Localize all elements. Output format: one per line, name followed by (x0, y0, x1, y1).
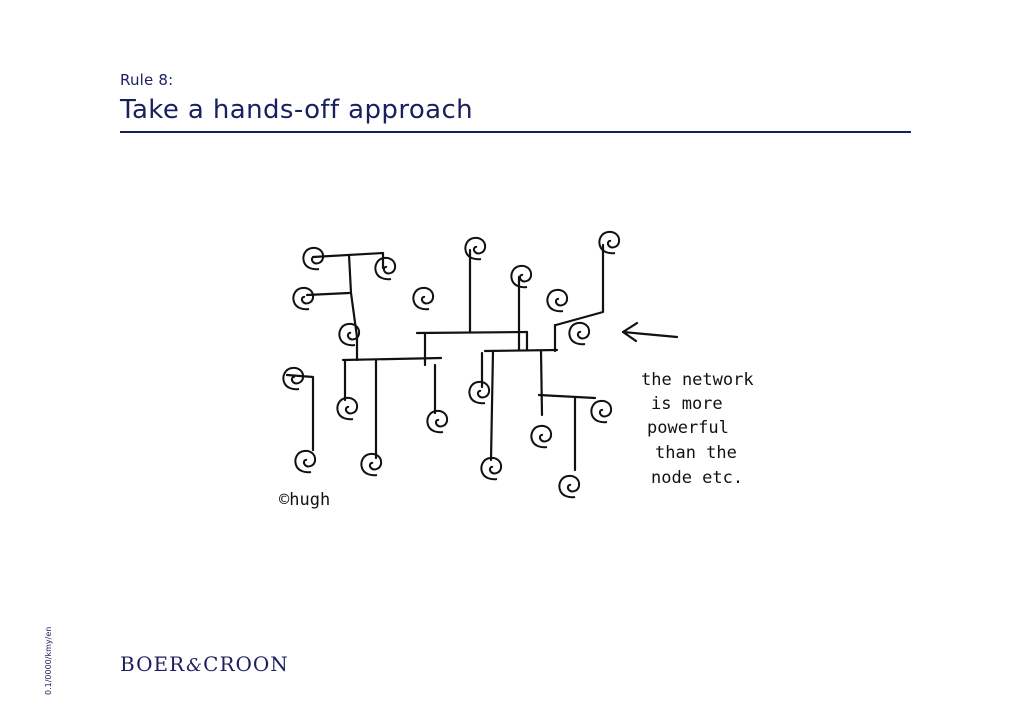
logo-left: BOER (120, 652, 185, 676)
slide-subtitle: Rule 8: (120, 71, 173, 89)
note-line-3: powerful (647, 418, 729, 438)
network-cartoon: the network is more powerful than the no… (265, 215, 775, 520)
cartoon-signature: ©hugh (279, 490, 330, 510)
note-line-4: than the (655, 443, 737, 463)
spiral-nodes (283, 232, 619, 497)
network-lines (287, 245, 677, 470)
logo-ampersand: & (186, 655, 202, 676)
note-line-2: is more (651, 394, 723, 414)
logo-right: CROON (203, 652, 289, 676)
company-logo: BOER&CROON (120, 652, 289, 676)
slide-title: Take a hands-off approach (120, 95, 473, 125)
title-divider (120, 131, 911, 133)
document-code: 0.1/0000/kmy/en (44, 627, 53, 695)
cartoon-note: the network is more powerful than the no… (641, 370, 754, 488)
network-drawing: the network is more powerful than the no… (265, 215, 775, 520)
note-line-5: node etc. (651, 468, 743, 488)
note-line-1: the network (641, 370, 754, 390)
